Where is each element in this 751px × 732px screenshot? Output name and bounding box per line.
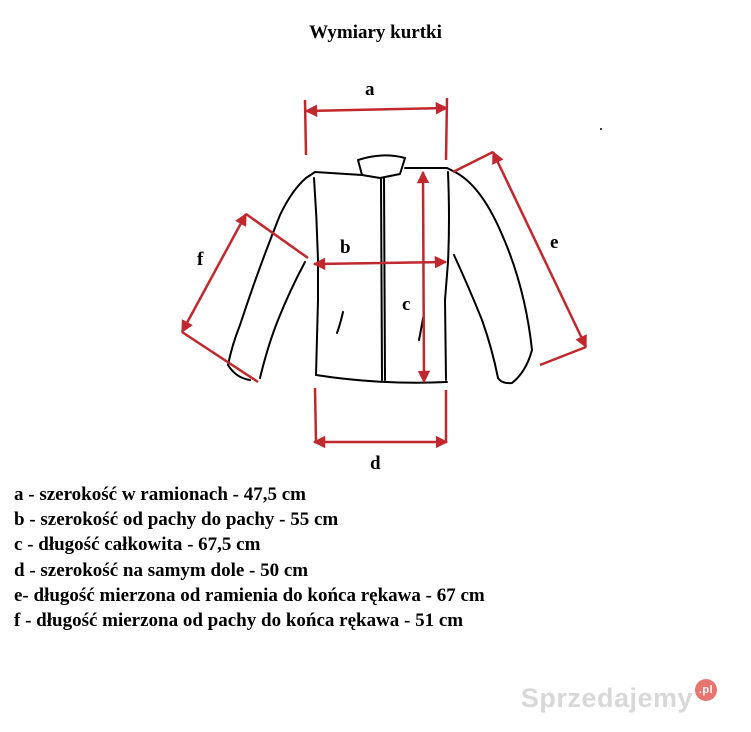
arrow-c <box>416 170 431 384</box>
jacket-measurement-diagram: a b c d e f <box>180 79 602 474</box>
label-a: a <box>365 79 375 100</box>
measurement-legend: a - szerokość w ramionach - 47,5 cm b - … <box>14 482 485 633</box>
legend-item-e: e- długość mierzona od ramienia do końca… <box>14 584 485 606</box>
legend-item-b: b - szerokość od pachy do pachy - 55 cm <box>14 509 339 531</box>
legend-item-d: d - szerokość na samym dole - 50 cm <box>14 559 309 581</box>
legend-item-f: f - długość mierzona od pachy do końca r… <box>14 610 464 632</box>
arrow-b <box>312 255 448 271</box>
stray-dot <box>600 128 602 130</box>
arrow-a <box>304 101 449 118</box>
label-b: b <box>340 237 351 258</box>
label-f: f <box>197 249 204 270</box>
measurement-arrows <box>180 97 588 449</box>
label-c: c <box>402 294 410 315</box>
watermark-tld: .pl <box>695 679 717 701</box>
label-d: d <box>370 453 381 474</box>
legend-item-a: a - szerokość w ramionach - 47,5 cm <box>14 484 306 505</box>
watermark-brand: Sprzedajemy <box>520 683 693 713</box>
diagram-title: Wymiary kurtki <box>309 22 442 43</box>
arrow-e <box>491 150 588 349</box>
sprzedajemy-watermark: Sprzedajemy.pl <box>521 679 717 714</box>
label-e: e <box>550 232 558 253</box>
jacket-outline <box>227 154 533 385</box>
arrow-f <box>180 212 248 334</box>
legend-item-c: c - długość całkowita - 67,5 cm <box>14 534 261 556</box>
